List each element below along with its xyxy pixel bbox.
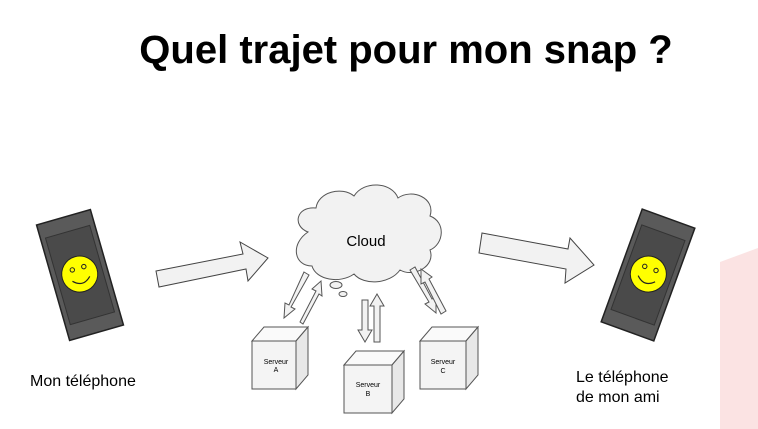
my-phone-label: Mon téléphone: [30, 373, 136, 390]
server-c-label-line2: C: [440, 368, 445, 375]
link-cloud-server-b: [357, 293, 385, 343]
arrow-to-cloud: [155, 240, 269, 288]
friend-phone-icon: [600, 208, 696, 342]
server-a-label-line2: A: [274, 367, 279, 374]
decorative-edge-shape: [720, 248, 758, 429]
cloud-shape: [296, 184, 442, 297]
arrow-to-friend-phone: [478, 232, 595, 284]
link-cloud-server-a: [283, 271, 323, 325]
server-b-box: [342, 349, 406, 415]
server-b-label-line2: B: [366, 391, 371, 398]
server-a-label-line1: Serveur: [264, 359, 289, 366]
server-a-box: [250, 325, 310, 391]
friend-phone-label-line1: Le téléphone: [576, 369, 669, 386]
cloud-label: Cloud: [346, 233, 385, 250]
server-b-label-line1: Serveur: [356, 382, 381, 389]
friend-phone-label-line2: de mon ami: [576, 389, 660, 406]
friend-phone-label: Le téléphone de mon ami: [576, 368, 669, 408]
link-cloud-server-c: [409, 266, 447, 315]
server-c-box: [418, 325, 480, 391]
slide-title: Quel trajet pour mon snap ?: [139, 28, 673, 72]
my-phone-icon: [35, 208, 125, 342]
server-c-label-line1: Serveur: [431, 359, 456, 366]
